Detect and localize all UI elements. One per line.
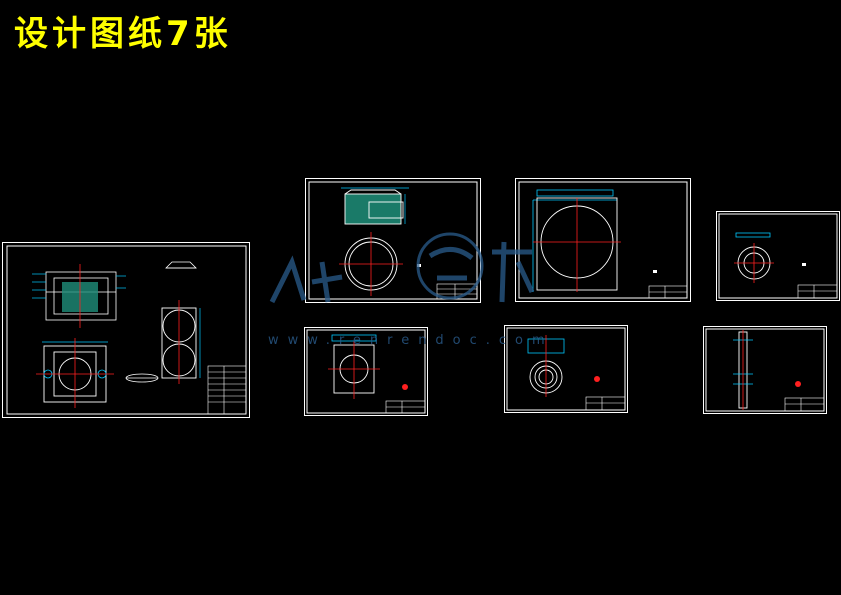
drawing-sheet-5[interactable] bbox=[504, 325, 628, 413]
page-title: 设计图纸7张 bbox=[14, 14, 232, 54]
drawing-sheet-3[interactable] bbox=[716, 211, 841, 301]
drawing-sheet-1[interactable] bbox=[305, 178, 481, 303]
drawing-sheet-6[interactable] bbox=[703, 326, 828, 414]
drawing-sheet-4[interactable] bbox=[304, 327, 428, 416]
drawing-sheet-assembly[interactable] bbox=[2, 242, 250, 418]
drawing-sheet-2[interactable] bbox=[515, 178, 691, 302]
watermark: www.renrendoc.com bbox=[262, 222, 562, 356]
watermark-text: www.renrendoc.com bbox=[268, 333, 554, 348]
